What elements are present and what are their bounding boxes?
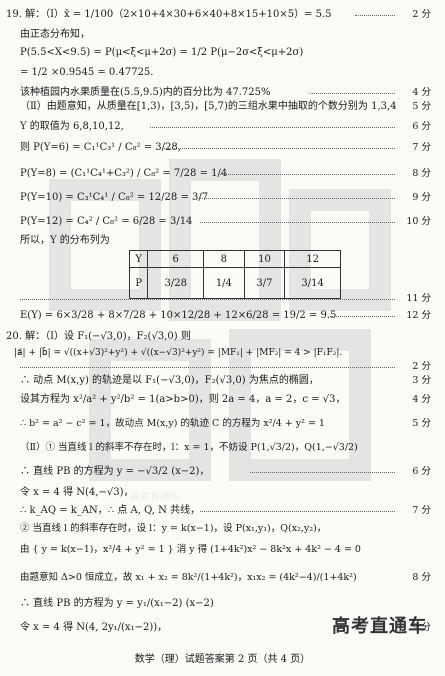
line-pb-eq: ∴ 直线 PB 的方程为 y = −√3/2 (x−2)， 6 分 (20, 466, 431, 477)
line-19-mean: 19. 解：（Ⅰ）x̄ = 1/100（2×10+4×30+6×40+8×15+… (6, 9, 431, 20)
line-20-intro: 20. 解：（Ⅰ）设 F₁(−√3,0)，F₂(√3,0) 则 (6, 331, 191, 342)
line-score-11: 11 分 (0, 292, 445, 306)
line-p10: P(Y=10) = C₃¹C₄¹ / C₈² = 12/28 = 3/7 9 分 (20, 192, 431, 203)
table-cell: 3/14 (284, 267, 341, 299)
line-slope-exists: ② 当直线 l 的斜率存在时，设 l：y = k(x−1)，设 P(x₁,y₁)… (20, 523, 327, 534)
line-system: 由 { y = k(x−1)，x²/4 + y² = 1 } 消 y 得 (1+… (20, 544, 361, 555)
line-n-point2: 令 x = 4 得 N(4, 2y₁/(x₁−2))， 9 分 (20, 622, 431, 633)
table-cell: 6 (147, 250, 205, 268)
table-cell: 12 (284, 250, 341, 268)
table-header-cell: Y (128, 250, 149, 268)
table-header-cell: P (128, 267, 149, 299)
line-ellipse-eq: 设其方程为 x²/a² + y²/b² = 1(a>b>0)，则 2a = 4，… (20, 394, 431, 405)
table-row: P 3/28 1/4 3/7 3/14 (128, 267, 341, 299)
line-normal: 由正态分布知， (20, 29, 90, 40)
brand-logo: 高考直通车 (332, 616, 427, 637)
line-y-values: Y 的取值为 6,8,10,12, 6 分 (20, 121, 431, 132)
line-n-point: 令 x = 4 得 N(4,−√3)， (20, 487, 134, 498)
line-dist-intro: 所以，Y 的分布列为 (20, 235, 110, 246)
line-pb-eq2: ∴ 直线 PB 的方程为 y = y₁/(x₁−2) (x−2) (20, 598, 214, 609)
line-ellipse-def: ∴ 动点 M(x,y) 的轨迹是以 F₁(−√3,0)，F₂(√3,0) 为焦点… (20, 375, 431, 386)
line-slope-none: （Ⅱ）① 当直线 l 的斜率不存在时，l：x = 1，不妨设 P(1,√3/2)… (20, 442, 358, 453)
line-vector-sum: |a⃗| + |b⃗| = √((x+√3)²+y²) + √((x−√3)²+… (14, 348, 343, 358)
line-trajectory: ∴ b² = a² − c² = 1，故动点 M(x,y) 的轨迹 C 的方程为… (20, 418, 431, 429)
table-cell: 3/28 (147, 267, 205, 299)
line-prob-eq: P(5.5<X<9.5) = P(μ<ξ<μ+2σ) = 1/2 P(μ−2σ<… (20, 47, 304, 58)
line-collinear: ∴ k_AQ = k_AN，∴ 点 A, Q, N 共线， 7 分 (20, 505, 431, 516)
line-prob-val: = 1/2 ×0.9545 = 0.47725. (20, 67, 154, 78)
table-cell: 3/7 (243, 267, 286, 299)
line-score-2: 2 分 (0, 360, 445, 374)
line-p12: P(Y=12) = C₄² / C₈² = 6/28 = 3/14 10 分 (20, 216, 431, 227)
table-row: Y 6 8 10 12 (128, 250, 341, 268)
line-p6: 则 P(Y=6) = C₁¹C₃¹ / C₈² = 3/28, 7 分 (20, 142, 431, 153)
line-percent: 该种植园内水果质量在(5.5,9.5)内的百分比为 47.725% 4 分 (20, 87, 431, 98)
page-footer: 数学（理）试题答案第 2 页（共 4 页） (134, 654, 311, 665)
line-sampling: （Ⅱ）由题意知，从质量在[1,3)，[3,5)，[5,7)的三组水果中抽取的个数… (20, 101, 431, 112)
table-cell: 10 (243, 250, 286, 268)
line-p8: P(Y=8) = (C₁¹C₄¹+C₃²) / C₈² = 7/28 = 1/4… (20, 168, 431, 179)
line-expectation: E(Y) = 6×3/28 + 8×7/28 + 10×12/28 + 12×6… (20, 310, 431, 321)
distribution-table: Y 6 8 10 12 P 3/28 1/4 3/7 3/14 (128, 250, 341, 299)
line-vieta: 由题意知 Δ>0 恒成立，故 x₁ + x₂ = 8k²/(1+4k²)，x₁x… (20, 572, 431, 583)
table-cell: 8 (203, 250, 245, 268)
